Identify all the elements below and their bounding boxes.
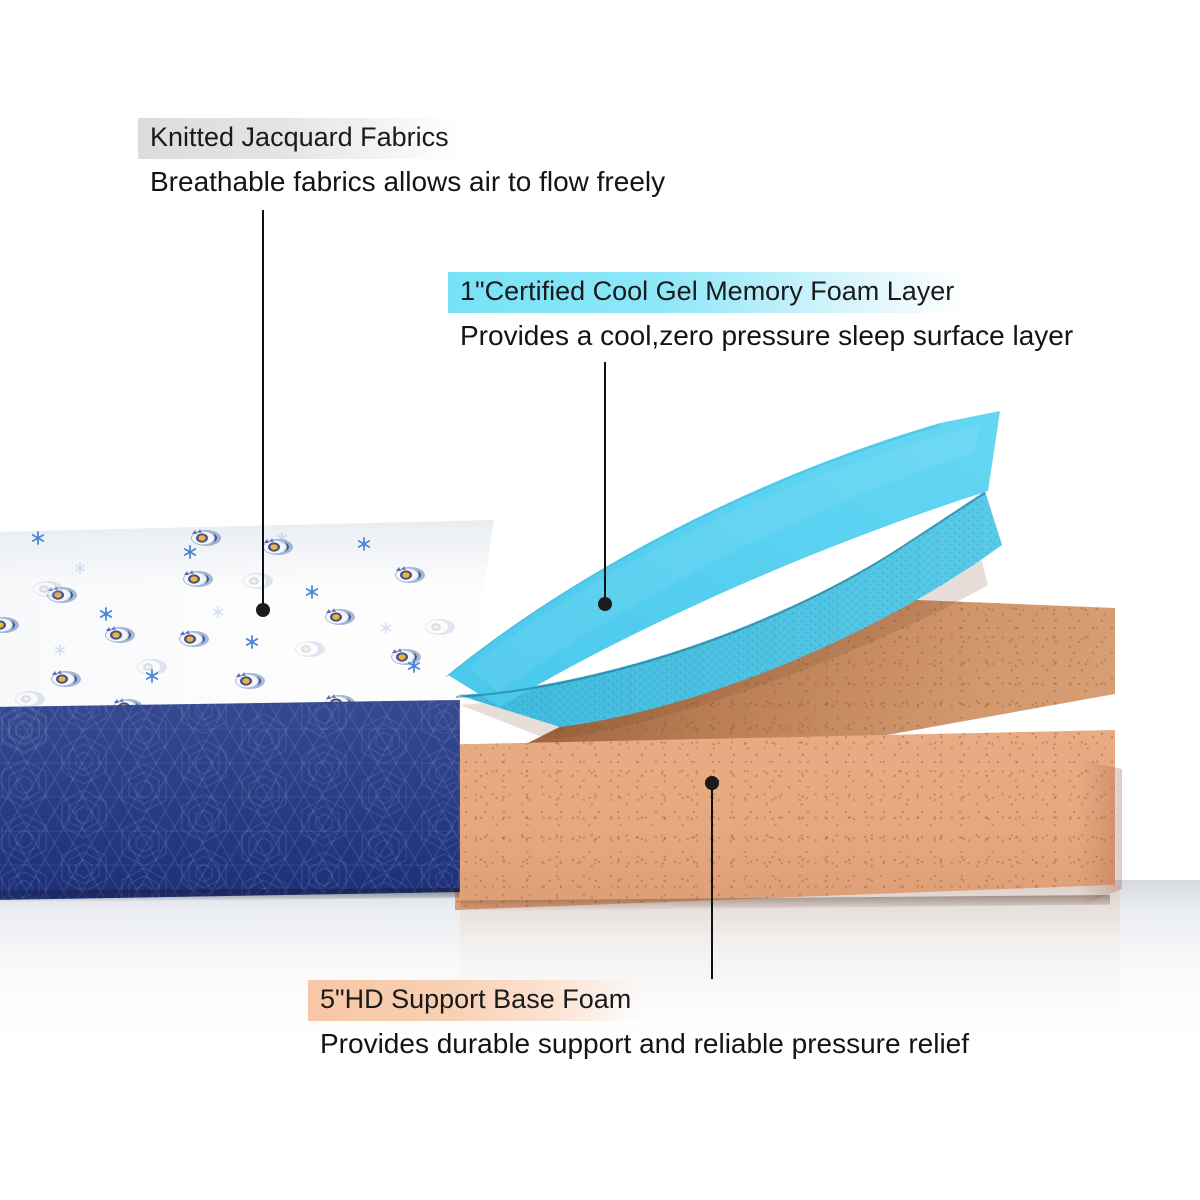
callout-hd-support-base-foam: 5"HD Support Base Foam Provides durable … [308,980,969,1061]
leader-line-base [711,783,713,979]
cover-top-face [0,520,494,720]
callout-description-base: Provides durable support and reliable pr… [320,1028,970,1060]
callout-description-gel: Provides a cool,zero pressure sleep surf… [460,320,1074,352]
base-foam-front-texture [455,730,1115,910]
leader-line-gel [604,362,606,605]
callout-title-gel: 1"Certified Cool Gel Memory Foam Layer [448,272,965,314]
base-foam-front-face [455,730,1115,910]
callout-title-fabric: Knitted Jacquard Fabrics [138,118,459,160]
leader-dot-gel [598,597,612,611]
hexagon-quilt-pattern [0,700,460,900]
leader-dot-base [705,776,719,790]
callout-knitted-jacquard-fabrics: Knitted Jacquard Fabrics Breathable fabr… [138,118,665,199]
callout-title-base: 5"HD Support Base Foam [308,980,642,1022]
cover-side-panel [0,700,460,900]
callout-description-fabric: Breathable fabrics allows air to flow fr… [150,166,666,198]
base-foam-right-bevel [1078,760,1122,907]
cover-fabric-print [0,520,494,720]
callout-cool-gel-memory-foam: 1"Certified Cool Gel Memory Foam Layer P… [448,272,1073,353]
leader-line-fabric [262,210,264,610]
leader-dot-fabric [256,603,270,617]
gel-foam-layer [440,395,1120,740]
cover-side-bottom-shadow [0,888,460,902]
